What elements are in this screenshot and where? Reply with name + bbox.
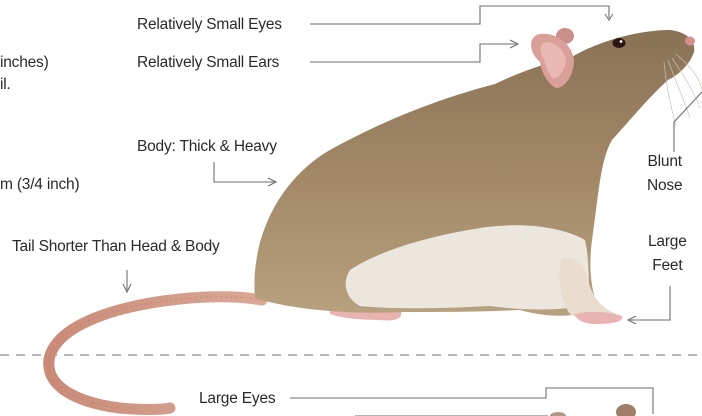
callout-body: Body: Thick & Heavy [137,137,277,156]
callout-small-eyes: Relatively Small Eyes [137,15,282,34]
rat-eye [613,38,626,48]
callout-large-feet: Large Feet [648,230,687,278]
left-fragment-inches: inches) [0,53,49,72]
lower-eyes-leader-line [290,388,653,414]
callout-blunt-nose: Blunt Nose [647,150,682,198]
callout-tail: Tail Shorter Than Head & Body [12,237,220,256]
callout-large-eyes: Large Eyes [199,389,275,408]
body-leader-line [214,162,274,182]
eyes-leader-line [310,6,609,24]
callout-small-ears: Relatively Small Ears [137,53,279,72]
nose-leader-line [674,92,702,152]
feet-leader-line [630,286,670,320]
lower-mouse-ear [616,404,636,416]
left-fragment-size: m (3/4 inch) [0,175,79,194]
rat-nose [685,37,695,46]
left-fragment-tail: il. [0,75,11,94]
ears-leader-line [310,44,516,62]
